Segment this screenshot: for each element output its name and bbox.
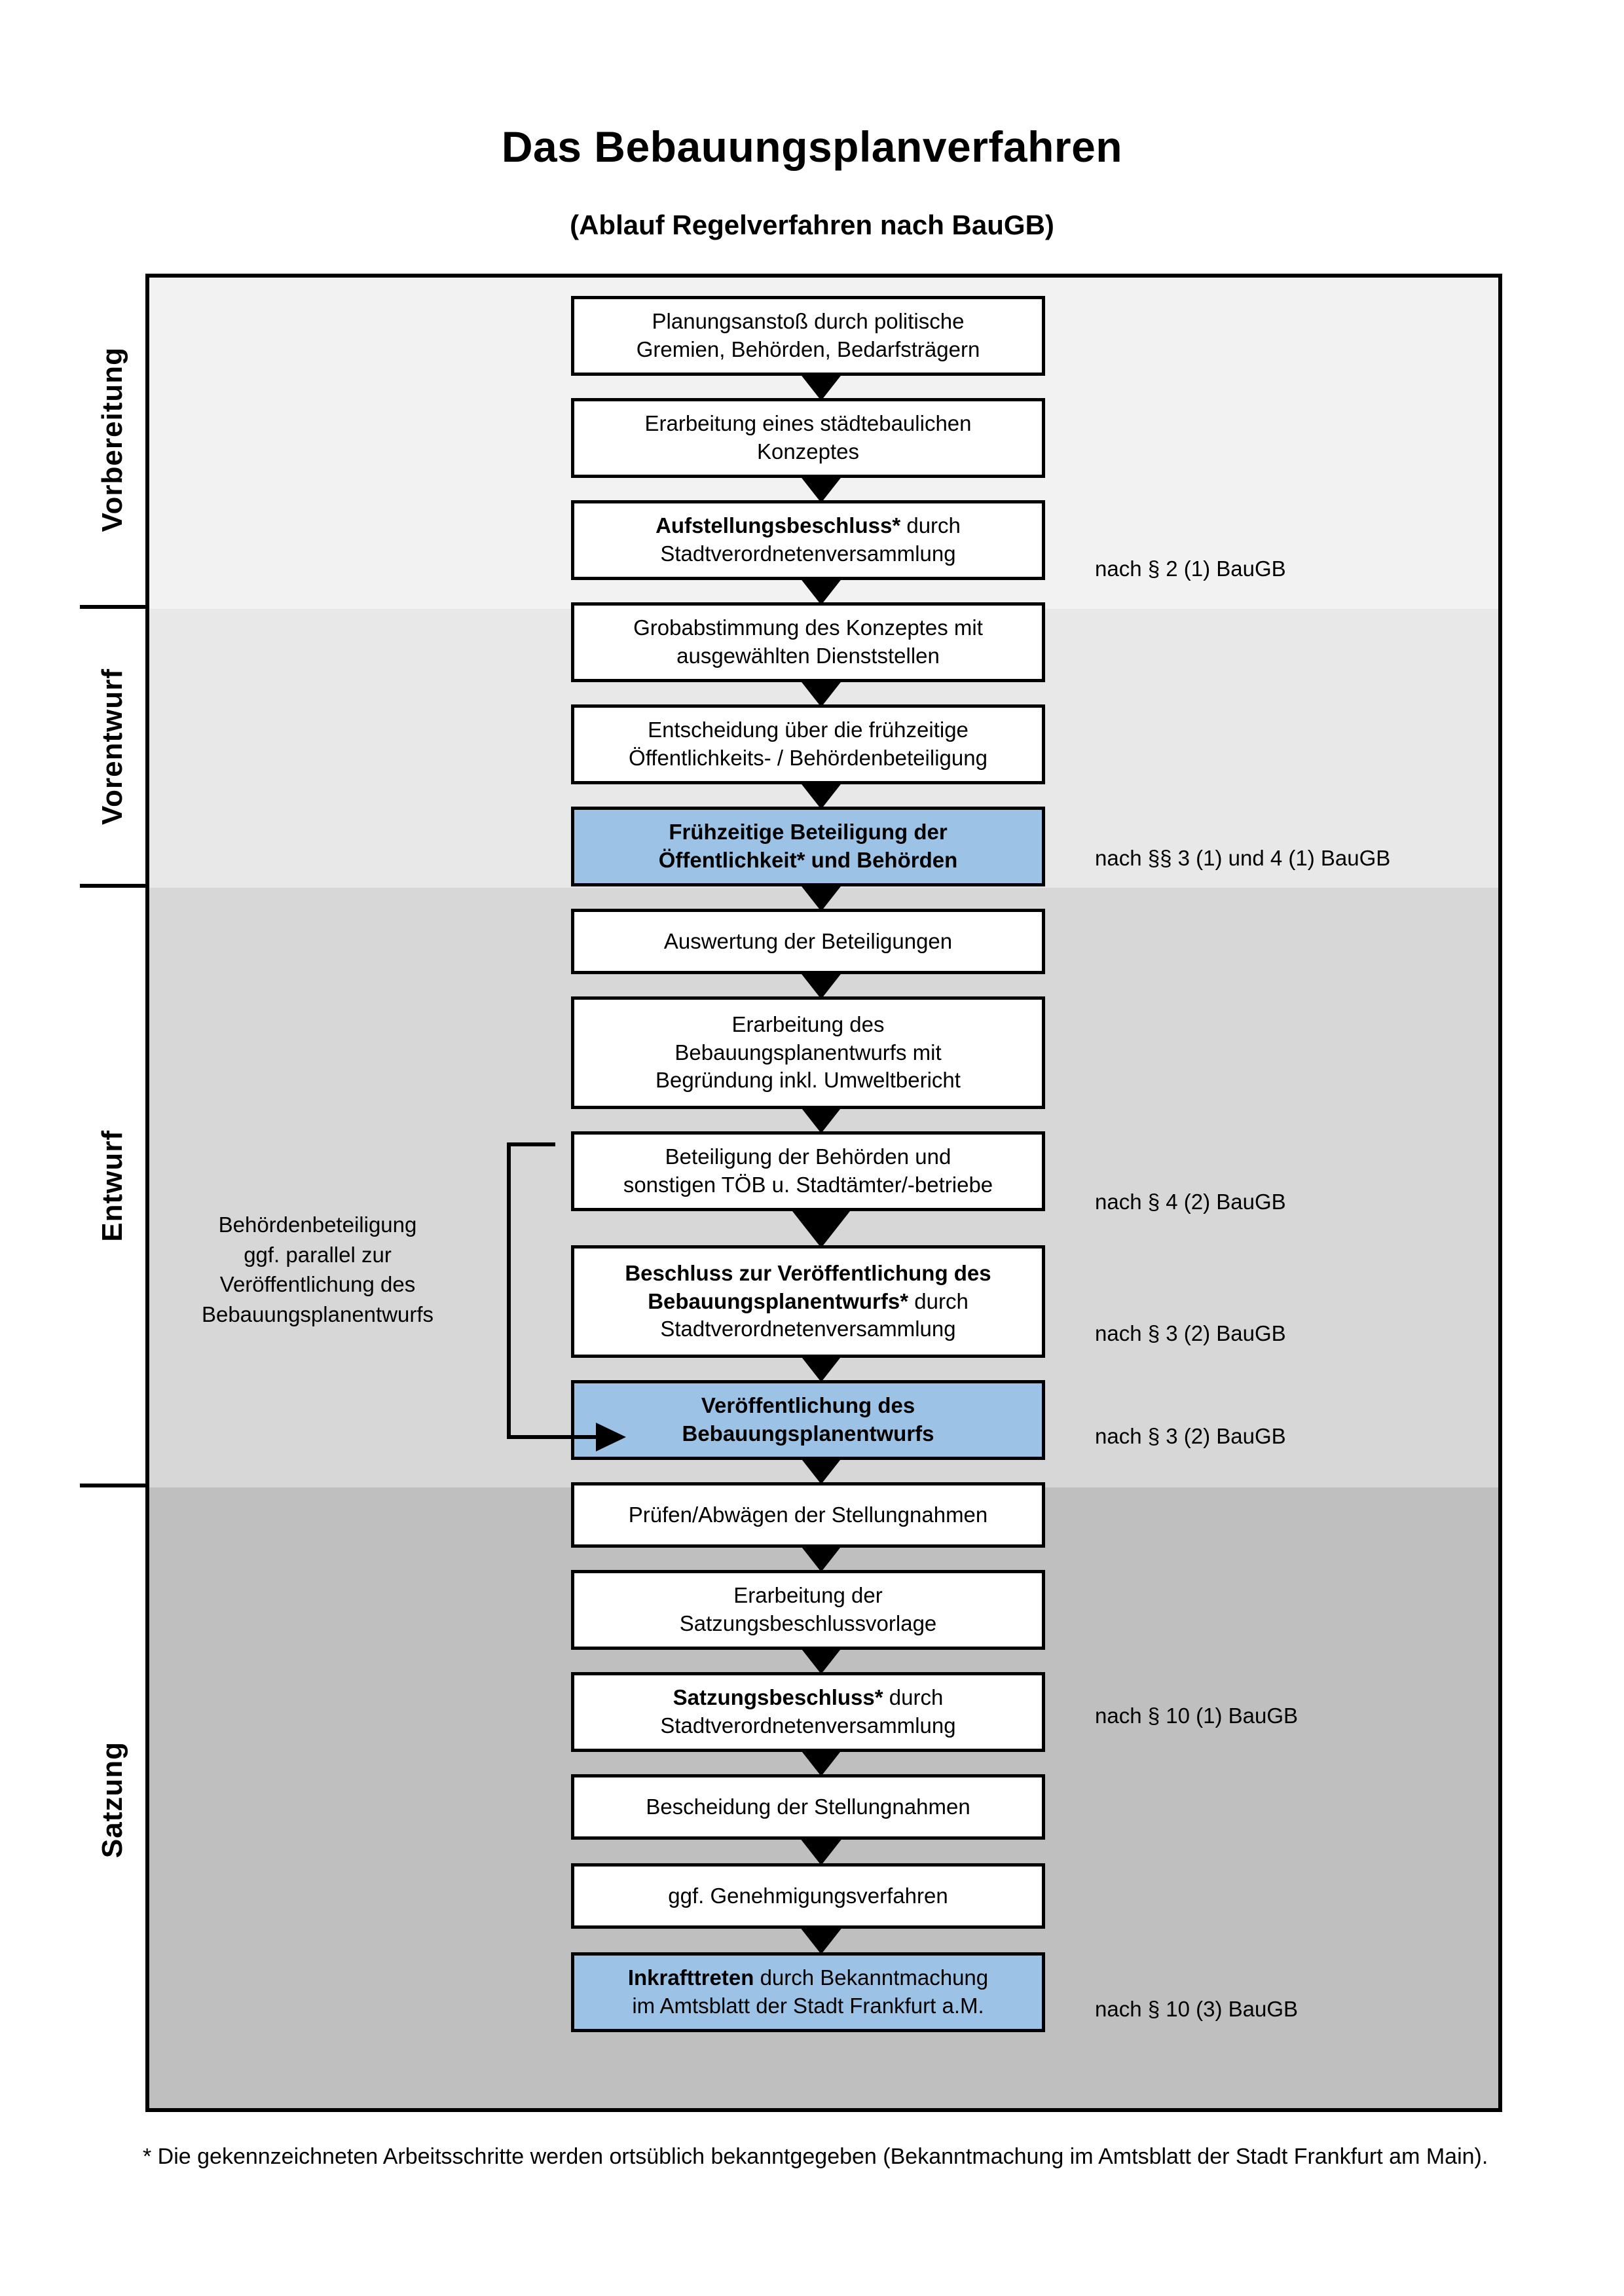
step-box-grobabstimmung[interactable]: Grobabstimmung des Konzeptes mit ausgewä… — [571, 602, 1045, 682]
phase-sidebar: Vorbereitung Vorentwurf Entwurf Satzung — [80, 274, 149, 2112]
parallel-loop-connector — [498, 1139, 661, 1496]
phase-cell-vorbereitung: Vorbereitung — [80, 274, 149, 609]
step-line: Öffentlichkeits- / Behördenbeteiligung — [629, 746, 987, 770]
step-line: Erarbeitung eines städtebaulichen — [644, 411, 972, 436]
step-box-beteiligung-behoerden[interactable]: Beteiligung der Behörden und sonstigen T… — [571, 1131, 1045, 1211]
step-line: Inkrafttreten durch Bekanntmachung — [628, 1964, 988, 1992]
step-box-bescheidung-stellungnahmen[interactable]: Bescheidung der Stellungnahmen — [571, 1774, 1045, 1840]
step-line: Prüfen/Abwägen der Stellungnahmen — [628, 1502, 988, 1527]
step-line: Frühzeitige Beteiligung der — [669, 820, 948, 845]
step-box-satzungsbeschluss[interactable]: Satzungsbeschluss* durch Stadtverordnete… — [571, 1672, 1045, 1752]
step-box-staedtebauliches-konzept[interactable]: Erarbeitung eines städtebaulichen Konzep… — [571, 398, 1045, 478]
page-subtitle: (Ablauf Regelverfahren nach BauGB) — [570, 210, 1054, 240]
step-line: Konzeptes — [757, 439, 859, 464]
phase-cell-entwurf: Entwurf — [80, 888, 149, 1487]
step-line: ausgewählten Dienststellen — [676, 644, 940, 668]
step-line: sonstigen TÖB u. Stadtämter/-betriebe — [623, 1173, 993, 1197]
step-line: im Amtsblatt der Stadt Frankfurt a.M. — [632, 1994, 984, 2018]
step-line: Bescheidung der Stellungnahmen — [646, 1794, 970, 1819]
footnote-text: * Die gekennzeichneten Arbeitsschritte w… — [143, 2144, 1488, 2169]
legal-note-par3-2-b: nach § 3 (2) BauGB — [1095, 1424, 1286, 1448]
step-line: Gremien, Behörden, Bedarfsträgern — [636, 337, 980, 361]
step-box-planungsanstoss[interactable]: Planungsanstoß durch politische Gremien,… — [571, 296, 1045, 376]
parallel-behoerdenbeteiligung-note: Behördenbeteiligung ggf. parallel zur Ve… — [164, 1210, 471, 1329]
step-line: Erarbeitung des — [731, 1011, 885, 1036]
step-line: Grobabstimmung des Konzeptes mit — [633, 615, 983, 640]
step-line: Begründung inkl. Umweltbericht — [655, 1068, 961, 1093]
step-box-beschluss-veroeffentlichung[interactable]: Beschluss zur Veröffentlichung des Bebau… — [571, 1245, 1045, 1358]
phase-cell-satzung: Satzung — [80, 1487, 149, 2112]
step-bold: Aufstellungsbeschluss* — [655, 513, 901, 538]
step-bold: Inkrafttreten — [627, 1965, 754, 1990]
step-box-entscheidung-fruehzeitige[interactable]: Entscheidung über die frühzeitige Öffent… — [571, 704, 1045, 784]
phase-cell-vorentwurf: Vorentwurf — [80, 609, 149, 888]
step-box-fruehzeitige-beteiligung[interactable]: Frühzeitige Beteiligung der Öffentlichke… — [571, 807, 1045, 886]
phase-label-vorentwurf: Vorentwurf — [96, 668, 128, 825]
step-line: Bebauungsplanentwurfs* durch — [648, 1288, 969, 1316]
step-line: Auswertung der Beteiligungen — [663, 928, 953, 953]
step-line: Stadtverordnetenversammlung — [660, 541, 956, 566]
step-box-inkrafttreten[interactable]: Inkrafttreten durch Bekanntmachung im Am… — [571, 1952, 1045, 2032]
step-line: Satzungsbeschlussvorlage — [679, 1611, 937, 1635]
legal-note-par2-1: nach § 2 (1) BauGB — [1095, 556, 1286, 581]
phase-label-satzung: Satzung — [96, 1741, 128, 1859]
step-box-erarbeitung-satzungsvorlage[interactable]: Erarbeitung der Satzungsbeschlussvorlage — [571, 1570, 1045, 1650]
legal-note-par3-1-4-1: nach §§ 3 (1) und 4 (1) BauGB — [1095, 846, 1391, 870]
legal-note-par10-1: nach § 10 (1) BauGB — [1095, 1704, 1299, 1728]
legal-note-par4-2: nach § 4 (2) BauGB — [1095, 1190, 1286, 1214]
step-box-genehmigungsverfahren[interactable]: ggf. Genehmigungsverfahren — [571, 1863, 1045, 1929]
step-rest: durch — [900, 513, 961, 538]
step-line: Planungsanstoß durch politische — [652, 309, 965, 334]
step-line: Stadtverordnetenversammlung — [660, 1713, 956, 1738]
step-line: Satzungsbeschluss* durch — [673, 1684, 944, 1712]
phase-label-entwurf: Entwurf — [96, 1129, 128, 1242]
step-line: Aufstellungsbeschluss* durch — [655, 512, 961, 540]
legal-note-par3-2-a: nach § 3 (2) BauGB — [1095, 1321, 1286, 1345]
step-box-veroeffentlichung-entwurf[interactable]: Veröffentlichung des Bebauungsplanentwur… — [571, 1380, 1045, 1460]
step-box-aufstellungsbeschluss[interactable]: Aufstellungsbeschluss* durch Stadtverord… — [571, 500, 1045, 580]
phase-label-vorbereitung: Vorbereitung — [96, 346, 128, 532]
step-rest: durch — [883, 1685, 944, 1710]
step-line: Entscheidung über die frühzeitige — [648, 718, 969, 742]
legal-note-par10-3: nach § 10 (3) BauGB — [1095, 1997, 1299, 2021]
parallel-note-line: ggf. parallel zur — [244, 1242, 392, 1267]
step-line: Bebauungsplanentwurfs — [682, 1421, 934, 1446]
step-line: Erarbeitung der — [733, 1583, 883, 1608]
step-line: Bebauungsplanentwurfs mit — [674, 1040, 942, 1065]
step-bold: Bebauungsplanentwurfs* — [648, 1288, 909, 1313]
parallel-note-line: Veröffentlichung des — [219, 1272, 416, 1297]
step-rest: durch — [908, 1288, 969, 1313]
step-line: Beteiligung der Behörden und — [665, 1144, 951, 1169]
page-title: Das Bebauungsplanverfahren — [501, 122, 1123, 171]
step-line: Öffentlichkeit* und Behörden — [658, 848, 958, 872]
step-bold: Satzungsbeschluss* — [673, 1685, 883, 1710]
parallel-note-line: Behördenbeteiligung — [218, 1212, 417, 1237]
step-line: ggf. Genehmigungsverfahren — [668, 1883, 948, 1908]
step-line: Veröffentlichung des — [701, 1393, 915, 1418]
step-box-auswertung-beteiligungen[interactable]: Auswertung der Beteiligungen — [571, 909, 1045, 974]
step-box-erarbeitung-entwurf[interactable]: Erarbeitung des Bebauungsplanentwurfs mi… — [571, 996, 1045, 1109]
flow-arrow-9 — [792, 1211, 850, 1248]
step-rest: durch Bekanntmachung — [754, 1965, 989, 1990]
step-line: Stadtverordnetenversammlung — [660, 1317, 956, 1341]
parallel-note-line: Bebauungsplanentwurfs — [201, 1302, 434, 1326]
step-box-pruefen-abwaegen[interactable]: Prüfen/Abwägen der Stellungnahmen — [571, 1482, 1045, 1548]
step-line: Beschluss zur Veröffentlichung des — [625, 1260, 991, 1285]
